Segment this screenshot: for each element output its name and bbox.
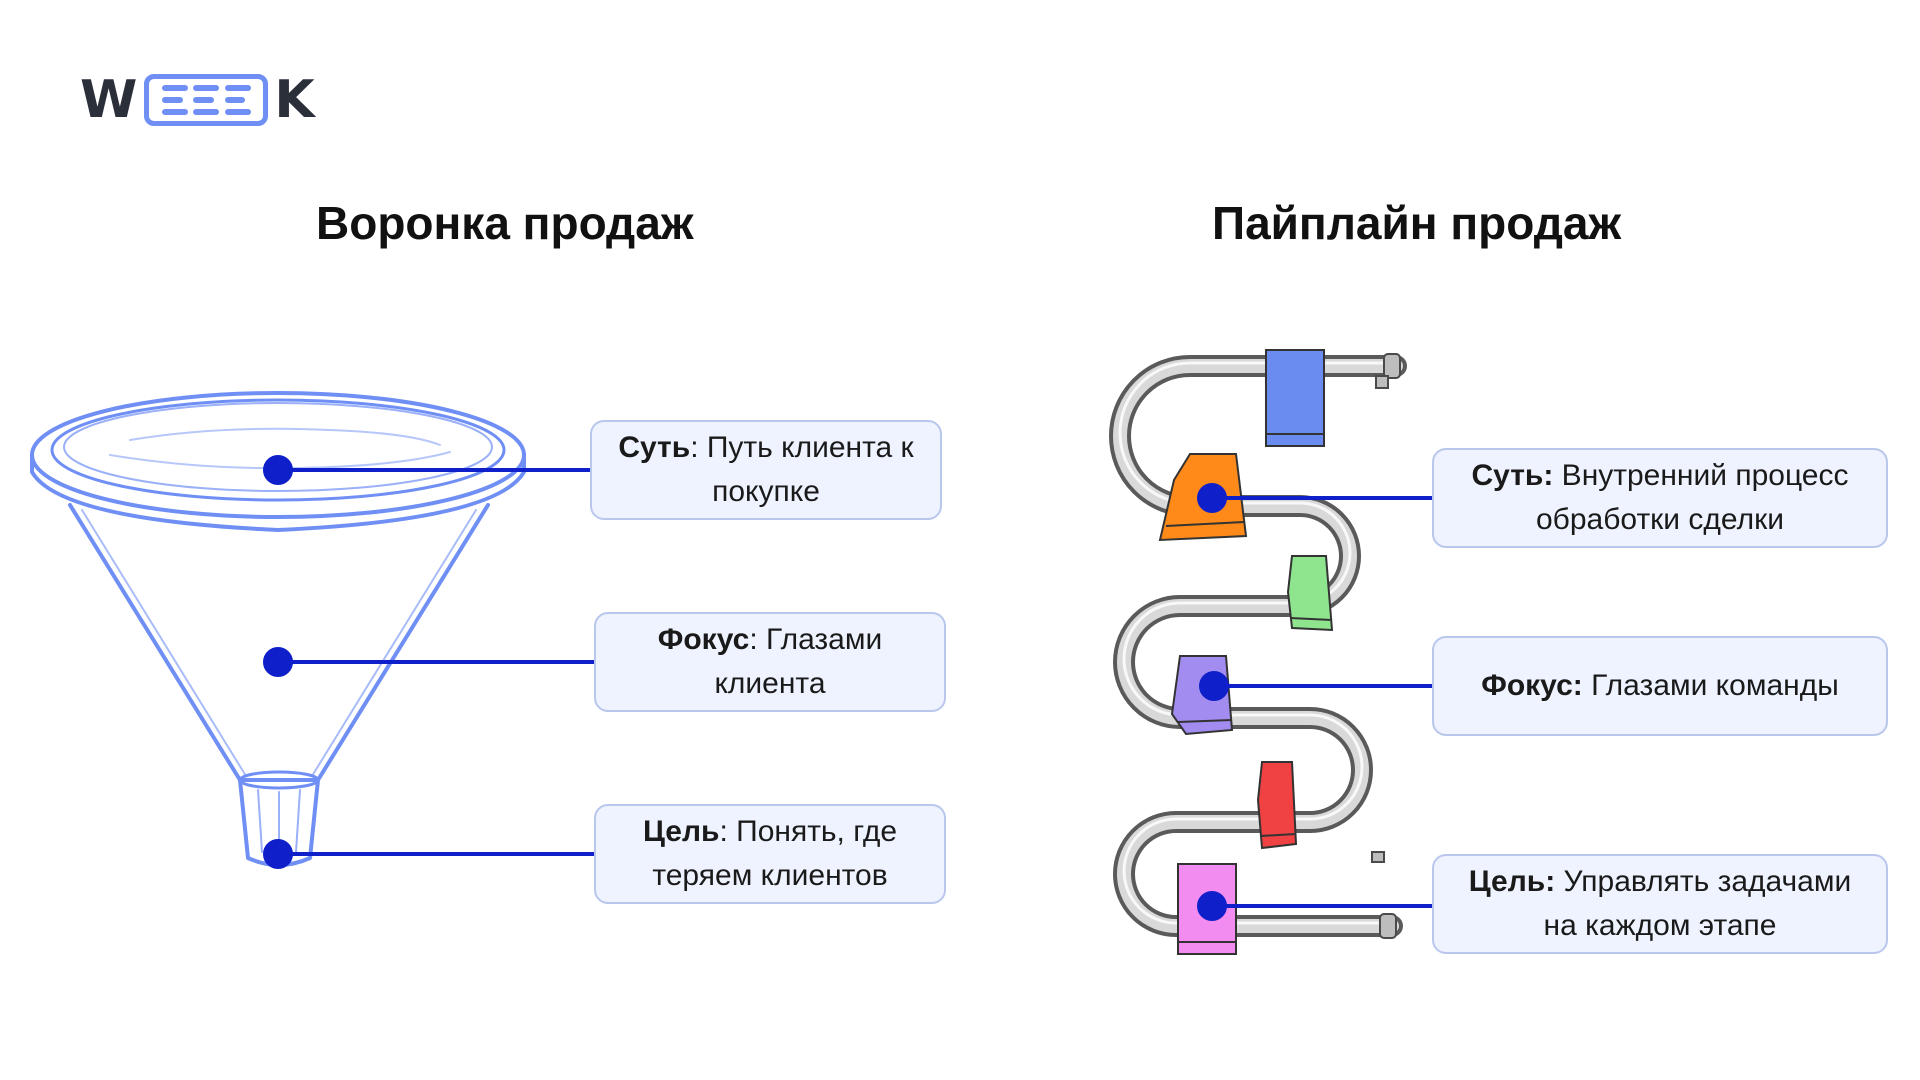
logo-e-icon	[193, 85, 220, 115]
weeek-logo: W K	[80, 72, 316, 128]
pipeline-callout-focus: Фокус: Глазами команды	[1432, 636, 1888, 736]
callout-separator: :	[690, 431, 699, 464]
pipeline-callout-essence: Суть: Внутренний процесс обработки сделк…	[1432, 448, 1888, 548]
pipeline-title: Пайплайн продаж	[1212, 197, 1622, 249]
callout-term: Цель:	[1468, 865, 1556, 898]
connector-dot	[1199, 671, 1229, 701]
logo-e-icon	[224, 85, 251, 115]
callout-text: Фокус: Глазами клиента	[614, 618, 926, 706]
connector-dot	[263, 647, 293, 677]
callout-separator: :	[749, 623, 758, 656]
funnel-icon	[30, 391, 526, 867]
towel-green-icon	[1286, 555, 1334, 632]
callout-text: Цель: Понять, где теряем клиентов	[614, 810, 926, 898]
callout-description: Глазами команды	[1582, 669, 1839, 702]
funnel-callout-focus: Фокус: Глазами клиента	[594, 612, 946, 712]
pipeline-connectors	[1197, 483, 1432, 921]
towel-rail-icon	[1109, 353, 1407, 939]
funnel-connectors	[263, 455, 594, 869]
logo-e-icon	[162, 85, 189, 115]
callout-term: Цель	[642, 815, 720, 848]
connector-dot	[263, 839, 293, 869]
towel-red-icon	[1256, 761, 1298, 850]
connector-dot	[1197, 483, 1227, 513]
pipeline-callout-goal: Цель: Управлять задачами на каждом этапе	[1432, 854, 1888, 954]
connector-dot	[263, 455, 293, 485]
funnel-callout-goal: Цель: Понять, где теряем клиентов	[594, 804, 946, 904]
logo-letter-w: W	[80, 70, 139, 130]
callout-description: Внутренний процесс обработки сделки	[1536, 459, 1849, 536]
callout-description: Управлять задачами на каждом этапе	[1543, 865, 1852, 942]
callout-text: Суть: Внутренний процесс обработки сделк…	[1452, 454, 1868, 542]
funnel-title: Воронка продаж	[316, 197, 694, 249]
callout-text: Цель: Управлять задачами на каждом этапе	[1452, 860, 1868, 948]
callout-term: Фокус	[657, 623, 750, 656]
callout-term: Фокус:	[1481, 669, 1583, 702]
logo-letter-k: K	[274, 70, 316, 130]
callout-text: Суть: Путь клиента к покупке	[610, 426, 922, 514]
logo-frame-icon	[144, 74, 269, 126]
callout-separator: :	[719, 815, 728, 848]
callout-description: Понять, где теряем клиентов	[652, 815, 898, 892]
callout-term: Суть:	[1471, 459, 1554, 492]
callout-description: Глазами клиента	[714, 623, 883, 700]
funnel-callout-essence: Суть: Путь клиента к покупке	[590, 420, 942, 520]
callout-description: Путь клиента к покупке	[698, 431, 914, 508]
callout-term: Суть	[618, 431, 691, 464]
connector-dot	[1197, 891, 1227, 921]
callout-text: Фокус: Глазами команды	[1481, 664, 1839, 708]
towel-blue-icon	[1265, 349, 1325, 447]
